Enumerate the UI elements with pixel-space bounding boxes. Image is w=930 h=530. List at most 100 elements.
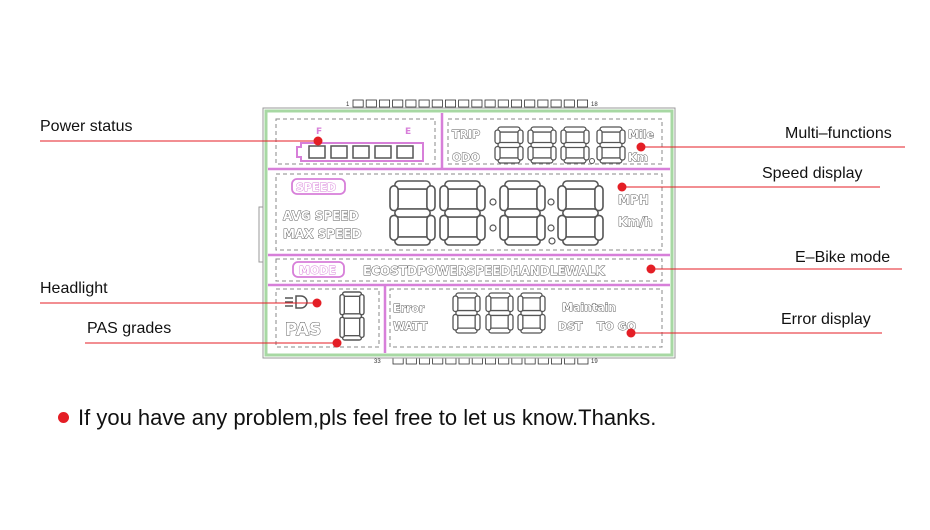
digit-segment — [358, 293, 365, 316]
digit-segment — [341, 313, 363, 319]
digit-segment — [550, 129, 557, 145]
decimal-point — [589, 158, 595, 164]
digit-segment — [536, 214, 546, 241]
colon-dot — [489, 224, 497, 232]
mode-list: ECOSTDPOWERSPEEDHANDLEWALK — [363, 264, 605, 278]
mile-label: Mile — [628, 128, 654, 141]
digit-segment — [488, 327, 511, 334]
digit-segment — [439, 185, 449, 212]
digit-segment — [504, 208, 541, 218]
footer-message: If you have any problem,pls feel free to… — [78, 405, 657, 430]
digit-segment — [488, 292, 511, 299]
dst-label: DST — [558, 320, 583, 333]
digit-segment — [358, 316, 365, 339]
odo-label: ODO — [452, 151, 480, 164]
mode-power: POWER — [417, 264, 467, 278]
battery-icon — [296, 142, 424, 162]
seven-segment-digit — [485, 292, 514, 334]
max-speed-label: MAX SPEED — [283, 227, 361, 241]
digit-segment — [563, 157, 587, 164]
digit-segment — [550, 145, 557, 161]
callout-power-status: Power status — [40, 118, 133, 135]
kmh-label: Km/h — [618, 215, 653, 229]
digit-segment — [494, 145, 501, 161]
seven-segment-digit — [494, 126, 524, 164]
digit-segment — [530, 157, 554, 164]
digit-segment — [394, 236, 431, 246]
digit-segment — [596, 145, 603, 161]
pin — [537, 99, 549, 108]
pin-label-top-left: 1 — [346, 102, 350, 108]
digit-segment — [517, 145, 524, 161]
pin — [550, 99, 562, 108]
digit-segment — [517, 129, 524, 145]
footer-note: If you have any problem,pls feel free to… — [58, 405, 656, 431]
digit-segment — [426, 214, 436, 241]
digit-segment — [619, 145, 626, 161]
callout-dot-power-status — [313, 136, 323, 146]
digit-segment — [596, 129, 603, 145]
digit-segment — [507, 295, 514, 313]
digit-segment — [560, 129, 567, 145]
seven-segment-digit — [389, 180, 436, 246]
digit-segment — [594, 214, 604, 241]
pin — [484, 99, 496, 108]
mode-dashed-frame — [275, 258, 663, 282]
pin — [471, 99, 483, 108]
speed-badge — [291, 178, 346, 195]
digit-segment — [497, 141, 521, 149]
callout-dot-error-display — [626, 328, 636, 338]
speed-dashed-frame — [275, 173, 663, 251]
seven-segment-digit — [499, 180, 546, 246]
digit-segment — [426, 185, 436, 212]
battery-segment — [308, 145, 326, 159]
seven-segment-digit — [517, 292, 546, 334]
digit-segment — [389, 214, 399, 241]
digit-segment — [507, 313, 514, 331]
digit-segment — [444, 208, 481, 218]
digit-segment — [583, 145, 590, 161]
digit-segment — [527, 129, 534, 145]
battery-segment — [374, 145, 392, 159]
pas-digit — [339, 291, 365, 341]
pin — [392, 99, 404, 108]
error-dashed-frame — [389, 288, 663, 348]
error-label: Error — [393, 302, 425, 315]
digit-segment — [499, 185, 509, 212]
pas-label: PAS — [285, 320, 321, 340]
digit-segment — [530, 141, 554, 149]
digit-segment — [488, 309, 511, 317]
digit-segment — [444, 236, 481, 246]
trip-label: TRIP — [452, 128, 480, 141]
callout-speed-display: Speed display — [762, 165, 863, 182]
digit-segment — [530, 126, 554, 133]
pin-label-bottom-left: 33 — [374, 359, 381, 365]
digit-segment — [444, 180, 481, 190]
digit-segment — [557, 214, 567, 241]
seven-segment-digit — [339, 291, 365, 341]
digit-segment — [504, 236, 541, 246]
digit-segment — [455, 327, 478, 334]
digit-segment — [341, 334, 363, 341]
pin — [577, 99, 589, 108]
digit-segment — [539, 313, 546, 331]
pin — [378, 99, 390, 108]
mode-handle: HANDLE — [510, 264, 565, 278]
digit-segment — [452, 313, 459, 331]
pin — [524, 99, 536, 108]
pin — [431, 99, 443, 108]
digit-segment — [476, 185, 486, 212]
callout-headlight: Headlight — [40, 280, 108, 297]
digit-segment — [485, 313, 492, 331]
pin — [352, 99, 364, 108]
digit-segment — [619, 129, 626, 145]
pin — [510, 99, 522, 108]
callout-dot-e-bike-mode — [646, 264, 656, 274]
speed-digits — [389, 180, 604, 246]
pin-label-top-right: 18 — [591, 102, 598, 108]
pin — [563, 99, 575, 108]
callout-dot-speed-display — [617, 182, 627, 192]
lcd-side-tab — [258, 206, 264, 263]
digit-segment — [499, 214, 509, 241]
digit-segment — [520, 292, 543, 299]
